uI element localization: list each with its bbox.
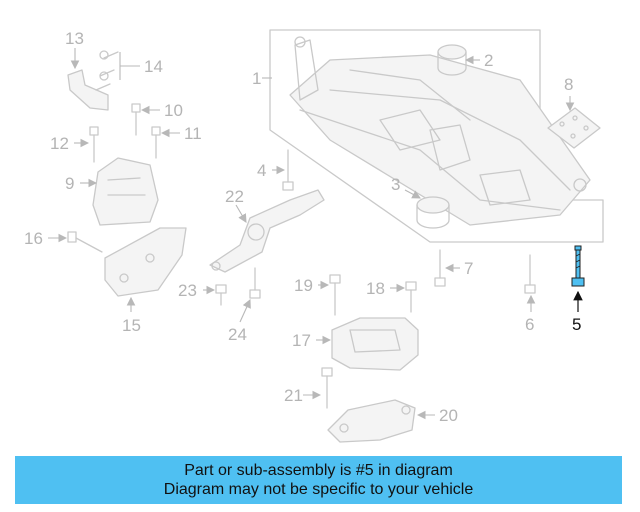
plate-part-8 — [547, 107, 601, 149]
banner-line-2: Diagram may not be specific to your vehi… — [163, 481, 474, 498]
callout-10: 10 — [164, 101, 183, 120]
callout-14: 14 — [144, 57, 163, 76]
bushing-part-3 — [416, 196, 450, 229]
callout-23: 23 — [178, 281, 197, 300]
callout-12: 12 — [50, 134, 69, 153]
bolt-part-19 — [329, 274, 341, 316]
callout-21: 21 — [284, 386, 303, 405]
callout-2: 2 — [484, 51, 493, 70]
bolt-part-4 — [282, 149, 294, 191]
callout-1: 1 — [252, 69, 261, 88]
mount-part-9 — [92, 157, 159, 226]
callout-7: 7 — [464, 259, 473, 278]
torque-arm-part-22 — [209, 189, 325, 273]
bracket-part-20 — [327, 399, 416, 443]
callout-17: 17 — [292, 331, 311, 350]
bolt-part-12 — [89, 126, 99, 163]
bracket-part-13 — [67, 69, 109, 111]
callout-11: 11 — [184, 124, 202, 143]
bolt-part-10 — [131, 103, 141, 136]
bolt-part-21 — [321, 367, 333, 409]
bolt-part-24 — [249, 267, 261, 299]
bolt-part-18 — [405, 281, 417, 313]
callout-9: 9 — [65, 174, 74, 193]
callout-6: 6 — [525, 315, 534, 334]
subframe-assembly — [269, 29, 604, 243]
callout-20: 20 — [439, 406, 458, 425]
bolt-part-6 — [524, 254, 536, 294]
callout-16: 16 — [24, 229, 43, 248]
callout-8: 8 — [564, 75, 573, 94]
bolt-part-23 — [215, 284, 227, 306]
callout-18: 18 — [366, 279, 385, 298]
bolt-part-11 — [151, 126, 161, 159]
bushing-part-2 — [437, 44, 467, 76]
callout-5[interactable]: 5 — [572, 315, 581, 334]
leader-lines — [48, 48, 583, 420]
callout-19: 19 — [294, 276, 313, 295]
callout-labels: 1 2 3 4 5 6 7 8 9 10 11 12 13 14 15 16 1… — [24, 29, 581, 425]
info-banner: Part or sub-assembly is #5 in diagram Di… — [15, 456, 622, 504]
mount-part-17 — [331, 317, 419, 371]
callout-3: 3 — [391, 175, 400, 194]
callout-24: 24 — [228, 325, 247, 344]
callout-22: 22 — [225, 187, 244, 206]
callout-13: 13 — [65, 29, 84, 48]
callout-15: 15 — [122, 316, 141, 335]
bolt-part-5-highlighted[interactable] — [571, 245, 585, 287]
bolts-part-14 — [95, 50, 119, 91]
bolt-part-7 — [434, 249, 446, 287]
banner-line-1: Part or sub-assembly is #5 in diagram — [184, 462, 453, 479]
callout-4: 4 — [257, 161, 266, 180]
bolt-part-16 — [67, 231, 103, 253]
mount-part-15 — [104, 227, 187, 297]
